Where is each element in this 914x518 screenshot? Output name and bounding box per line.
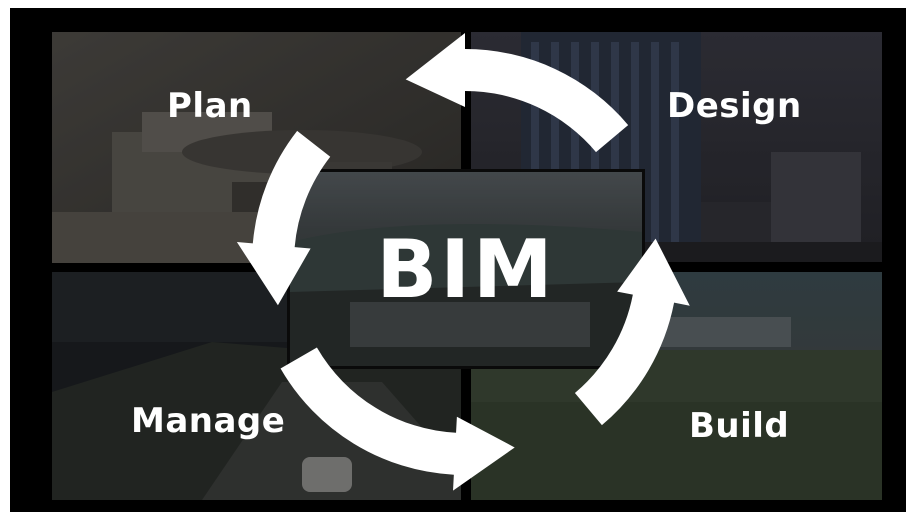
arrow-design-to-build-icon xyxy=(574,238,690,426)
plan-label: Plan xyxy=(167,86,253,126)
build-label: Build xyxy=(689,406,790,446)
design-label: Design xyxy=(667,86,802,126)
arrow-build-to-manage-icon xyxy=(405,33,629,153)
bim-title: BIM xyxy=(376,222,556,316)
manage-label: Manage xyxy=(131,401,286,441)
bim-center-image xyxy=(290,172,642,366)
arrow-plan-to-design-icon xyxy=(280,347,515,491)
arrow-manage-to-plan-icon xyxy=(236,130,331,306)
